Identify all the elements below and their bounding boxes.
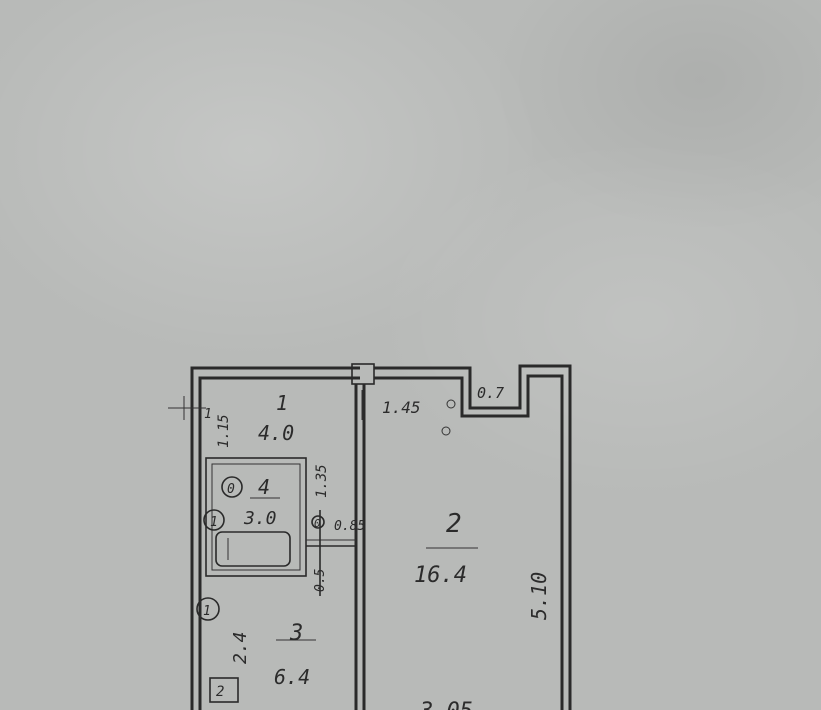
dim-1-35: 1.35 [314,464,330,498]
dim-0-5: 0.5 [313,568,328,592]
dim-1-45: 1.45 [382,398,421,417]
room-4-area: 3.0 [243,508,277,529]
dim-0-7: 0.7 [477,384,504,402]
dim-2-4: 2.4 [230,631,251,664]
room-2-number: 2 [446,509,462,539]
room-3-area: 6.4 [274,665,310,689]
room-3-number: 3 [289,621,303,646]
room-2-area: 16.4 [414,563,467,588]
dim-3-05: 3.05 [419,699,473,710]
bathroom-block [205,457,356,596]
fixture-label-1-mid: 1 [210,515,218,530]
fixture-label-0-small: 0 [314,517,321,530]
fixture-circles [196,399,456,703]
dimension-ticks [168,390,478,641]
partition-wall [354,384,366,710]
room-4-number: 4 [258,475,270,499]
dim-0-85: 0.85 [334,519,365,534]
dim-5-10: 5.10 [527,572,551,620]
room-1-area: 4.0 [258,421,294,445]
fixture-label-0-top: 0 [227,482,235,497]
fixture-label-1-top: 1 [204,407,212,422]
outer-walls [190,364,572,710]
dim-1-15: 1.15 [216,414,232,448]
fixture-label-1-low: 1 [203,604,211,619]
fixture-label-2: 2 [216,684,224,700]
room-1-number: 1 [276,391,288,415]
